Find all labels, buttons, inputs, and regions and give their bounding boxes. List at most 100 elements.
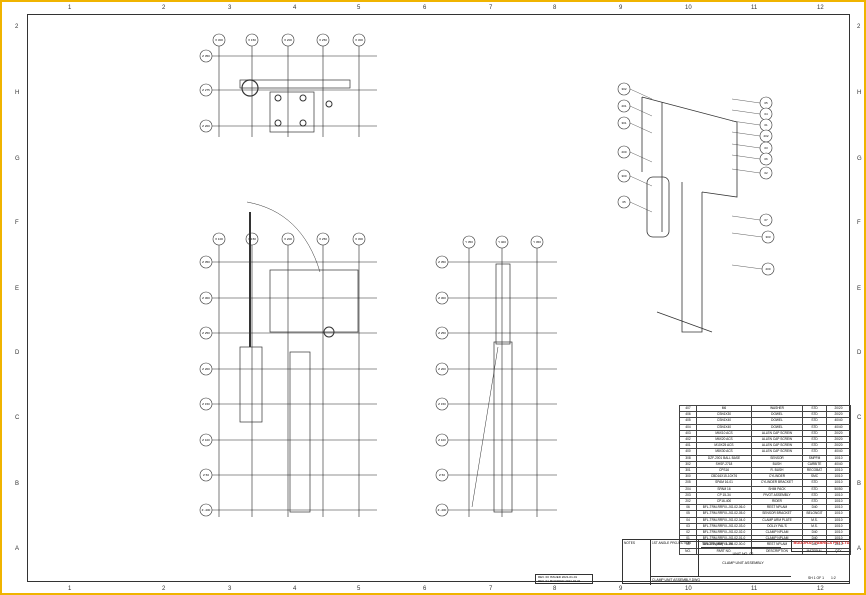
balloon-leader <box>731 232 763 238</box>
zone-row-label: C <box>857 415 862 421</box>
part-balloon <box>617 169 631 183</box>
parts-cell: 20/20 <box>826 404 851 413</box>
drawing-frame <box>27 14 850 582</box>
zone-column-label: 6 <box>423 586 427 592</box>
grid-row-bubble <box>199 326 213 340</box>
parts-cell: BFL-TRM-RRFIX-JIG-02-04-0 <box>696 516 752 524</box>
part-balloon <box>759 152 773 166</box>
zone-column-label: 3 <box>228 5 232 11</box>
grid-column-bubble-text: X 300 <box>355 38 363 42</box>
grid-column-bubble-text: X 150 <box>248 237 256 241</box>
parts-cell: 40/40 <box>826 460 851 469</box>
zone-column-label: 9 <box>619 586 623 592</box>
grid-row-bubble-text: Z 350 <box>438 260 446 264</box>
zone-row-label: A <box>857 546 862 552</box>
zone-column-label: 2 <box>162 5 166 11</box>
grid-column-bubble-text: X 250 <box>319 38 327 42</box>
grid-row-bubble <box>199 83 213 97</box>
grid-row-bubble-text: Z 200 <box>438 367 446 371</box>
zone-row-label: F <box>857 220 861 226</box>
zone-column-label: 4 <box>293 5 297 11</box>
grid-row-bubble-text: Z 300 <box>202 296 210 300</box>
grid-row-bubble-text: Z 50 <box>203 473 209 477</box>
drawing-title: CLAMP UNIT ASSEMBLY <box>722 561 764 565</box>
grid-row-bubble-text: Z 50 <box>439 473 445 477</box>
grid-row-bubble-text: Z 350 <box>202 260 210 264</box>
clamp-arm-outline <box>239 79 351 89</box>
grid-column-bubble <box>281 33 295 47</box>
bolt-outline <box>325 100 333 108</box>
drawing-name: CLAMP UNIT ASSEMBLY.DWG <box>651 576 791 585</box>
zone-row-label: G <box>15 156 20 162</box>
zone-row-label: F <box>15 220 19 226</box>
grid-row-bubble-text: Z -400 <box>438 508 447 512</box>
projection-label: 1ST ANGLE PROJECTION <box>652 541 691 545</box>
parts-cell: 10/10 <box>826 473 851 481</box>
grid-row-bubble <box>199 397 213 411</box>
zone-column-label: 11 <box>751 5 758 11</box>
part-balloon-text: 301 <box>621 121 626 125</box>
title-block: NOTES 1ST ANGLE PROJECTION TARGET (MM) :… <box>622 539 851 585</box>
balloon-leader <box>629 122 653 134</box>
parts-cell: 10/10 <box>826 504 851 512</box>
notes-label: NOTES <box>624 541 635 545</box>
zone-column-label: 6 <box>423 5 427 11</box>
revision-block: REV. 00 ISSUED 2021-01-01 REV. 01 MODIFI… <box>535 574 593 584</box>
isometric-assembly <box>641 96 738 333</box>
zone-row-label: D <box>857 350 862 356</box>
balloon-leader <box>731 98 761 104</box>
grid-row-bubble-text: Z 100 <box>438 438 446 442</box>
zone-column-label: 10 <box>685 586 692 592</box>
parts-cell: 10/10 <box>826 510 851 518</box>
sheet-number: SH 1 OF 1 <box>808 576 825 580</box>
grid-row-bubble <box>199 468 213 482</box>
zone-row-label: B <box>857 481 862 487</box>
revision-line: REV. 00 ISSUED 2021-01-01 <box>538 575 578 579</box>
part-balloon-text: 07 <box>764 218 768 222</box>
grid-column-bubble <box>281 232 295 246</box>
grid-row-bubble <box>435 291 449 305</box>
unit-label: UNIT NO. 02 <box>732 552 754 556</box>
zone-row-label: E <box>857 286 862 292</box>
side-post-outline <box>493 341 513 513</box>
parts-cell: 10/10 <box>826 516 851 524</box>
parts-cell: 10/10 <box>826 454 851 462</box>
grid-column-bubble-text: X 200 <box>284 237 292 241</box>
zone-row-label: A <box>15 546 20 552</box>
balloon-leader <box>629 201 653 213</box>
parts-cell: 10/10 <box>826 535 851 543</box>
grid-column-bubble-text: X 250 <box>319 237 327 241</box>
grid-row-bubble-text: Z 150 <box>202 402 210 406</box>
parts-cell: 10/10 <box>826 529 851 537</box>
parts-cell: 20/20 <box>826 411 851 419</box>
zone-column-label: 5 <box>357 5 361 11</box>
zone-row-label: H <box>857 90 862 96</box>
balloon-leader <box>731 120 761 126</box>
zone-column-label: 7 <box>489 5 493 11</box>
grid-row-bubble <box>435 326 449 340</box>
cylinder-outline <box>239 346 263 423</box>
side-arm-outline <box>495 263 511 345</box>
balloon-leader <box>731 109 761 115</box>
grid-row-bubble-text: Z -400 <box>202 508 211 512</box>
part-balloon-text: 200 <box>621 150 626 154</box>
grid-row-bubble-text: Z 100 <box>202 438 210 442</box>
parts-cell: 10/10 <box>826 522 851 531</box>
grid-row-bubble <box>199 119 213 133</box>
part-balloon-text: 201 <box>621 104 626 108</box>
grid-column-bubble-text: Y 450 <box>533 240 541 244</box>
grid-column-bubble <box>316 33 330 47</box>
balloon-leader <box>629 88 653 100</box>
grid-column-bubble <box>245 33 259 47</box>
